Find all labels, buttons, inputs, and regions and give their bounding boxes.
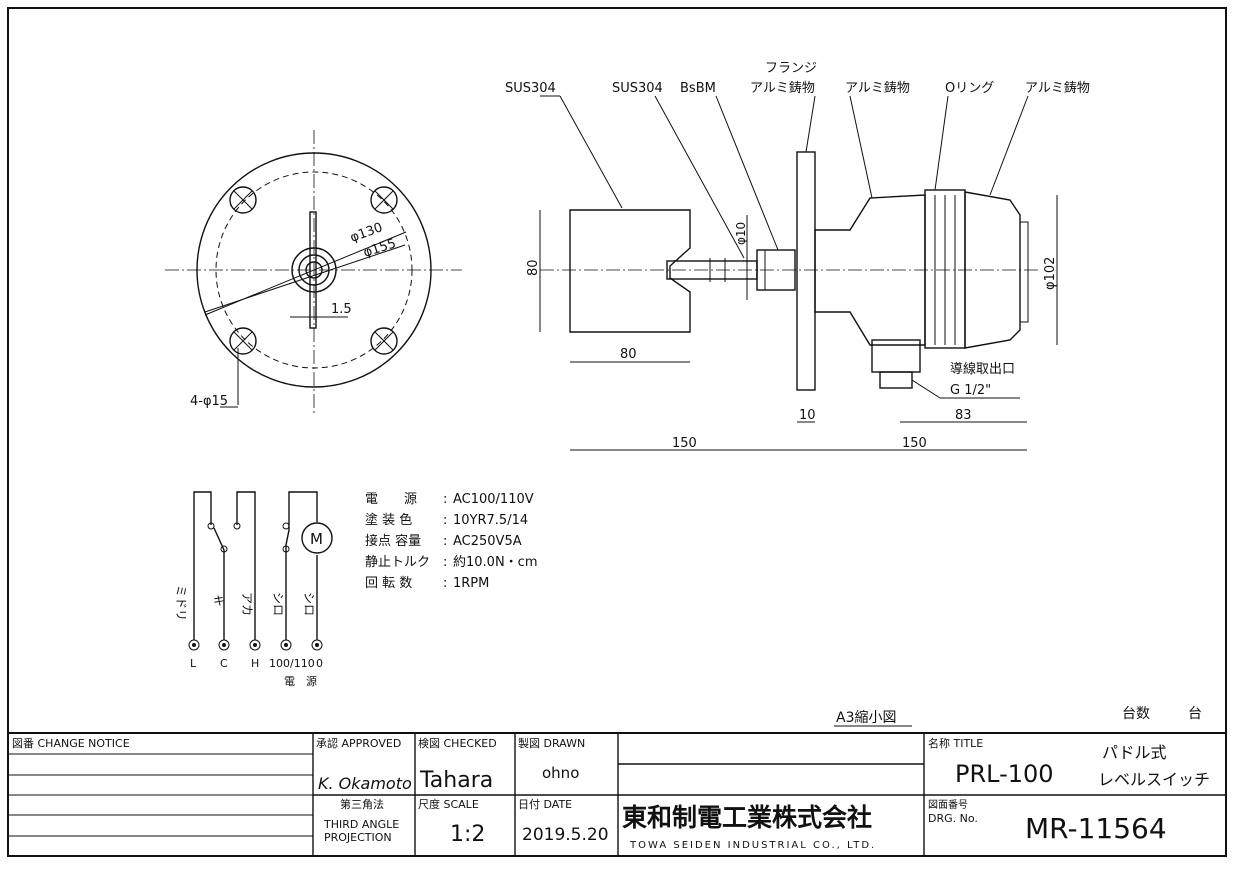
qty-label: 台数: [1122, 706, 1150, 722]
dim-body-dia: φ102: [1043, 257, 1058, 290]
dim-shaft-dia: φ10: [734, 222, 748, 245]
title-label: 名称 TITLE: [928, 736, 983, 750]
svg-text::: :: [443, 555, 447, 570]
drg-no-label: DRG. No.: [928, 812, 978, 825]
bolt-holes: [229, 186, 398, 355]
approved-signature: K. Okamoto: [318, 774, 412, 793]
svg-text::: :: [443, 534, 447, 549]
terminal-l: L: [190, 657, 197, 670]
qty-unit: 台: [1188, 706, 1202, 722]
projection-label: 第三角法: [340, 797, 384, 811]
spec-value-paint: 10YR7.5/14: [453, 513, 528, 528]
spec-label-torque: 静止トルク: [365, 555, 430, 570]
cover: [964, 191, 1021, 349]
paddle: [569, 209, 691, 333]
drawn-name: ohno: [542, 764, 579, 782]
dim-blade-thk: 1.5: [331, 302, 352, 317]
cable-entry-thread: G 1/2": [950, 383, 991, 398]
checked-label: 検図 CHECKED: [418, 736, 497, 750]
callout-flange-2: アルミ鋳物: [750, 80, 815, 96]
terminal-0: 0: [316, 657, 323, 670]
spec-list: 電 源 : AC100/110V 塗 装 色 : 10YR7.5/14 接点 容…: [365, 492, 537, 591]
dim-paddle-w: 80: [620, 347, 637, 362]
title-line-2: レベルスイッチ: [1098, 770, 1210, 789]
spec-label-paint: 塗 装 色: [365, 512, 412, 528]
callout-shaft-mid: SUS304: [612, 81, 663, 96]
callout-body: アルミ鋳物: [845, 80, 910, 96]
projection-line-1: THIRD ANGLE: [323, 818, 399, 831]
terminal-100-110: 100/110: [269, 657, 315, 670]
spec-label-power: 電 源: [365, 492, 417, 507]
title-block: 図番 CHANGE NOTICE 承認 APPROVED K. Okamoto …: [8, 732, 1226, 856]
drg-number: MR-11564: [1025, 812, 1167, 845]
scale-label: 尺度 SCALE: [418, 797, 479, 811]
flange: [796, 151, 816, 391]
svg-text::: :: [443, 492, 447, 507]
bushing: [756, 249, 796, 291]
wire-label-yellow: キ: [213, 594, 225, 608]
dim-len-left: 150: [672, 436, 697, 451]
callout-cover: アルミ鋳物: [1025, 80, 1090, 96]
spec-value-contact: AC250V5A: [453, 534, 522, 549]
paddle-blade-front: [309, 211, 317, 329]
callout-flange-1: フランジ: [765, 61, 817, 76]
power-label: 電 源: [284, 674, 317, 688]
sheet-note: A3縮小図: [836, 710, 896, 726]
dim-flange-thk: 10: [799, 408, 816, 423]
spec-value-torque: 約10.0N・cm: [453, 555, 537, 570]
wiring-diagram: M ミドリ キ アカ シロ シロ L C H 100/110 0 電 源: [174, 491, 333, 688]
wire-label-red: アカ: [240, 592, 254, 616]
flange-outline: [196, 152, 432, 388]
projection-line-2: PROJECTION: [324, 831, 392, 844]
company-jp: 東和制電工業株式会社: [622, 803, 872, 832]
dim-len-right: 150: [902, 436, 927, 451]
wire-label-white-2: シロ: [302, 592, 316, 616]
bolt-circle: [215, 171, 413, 369]
svg-text::: :: [443, 576, 447, 591]
dim-holes: 4-φ15: [190, 394, 228, 409]
spec-label-contact: 接点 容量: [365, 533, 421, 549]
side-view: SUS304 SUS304 BsBM フランジ アルミ鋳物 アルミ鋳物 Oリング…: [505, 61, 1090, 451]
terminal-c: C: [220, 657, 228, 670]
drawn-label: 製図 DRAWN: [518, 736, 585, 750]
motor-label: M: [310, 530, 323, 548]
callout-shaft-left: SUS304: [505, 81, 556, 96]
wire-label-green: ミドリ: [174, 585, 188, 621]
sheet-border: [7, 7, 1227, 857]
terminal-h: H: [251, 657, 259, 670]
spec-label-rpm: 回 転 数: [365, 576, 412, 591]
callout-bush: BsBM: [680, 81, 716, 96]
motor-symbol: [301, 522, 333, 554]
cable-entry-label: 導線取出口: [950, 361, 1015, 377]
svg-text::: :: [443, 513, 447, 528]
dim-conduit-off: 83: [955, 408, 972, 423]
company-en: TOWA SEIDEN INDUSTRIAL CO., LTD.: [629, 840, 876, 851]
drg-label: 図面番号: [928, 799, 968, 811]
checked-name: Tahara: [419, 768, 493, 793]
spec-value-rpm: 1RPM: [453, 576, 489, 591]
approved-label: 承認 APPROVED: [316, 736, 401, 750]
model-name: PRL-100: [955, 760, 1054, 788]
change-notice-label: 図番 CHANGE NOTICE: [12, 737, 130, 750]
callout-oring: Oリング: [945, 81, 994, 96]
title-line-1: パドル式: [1102, 743, 1166, 762]
front-view: φ130 φ155 1.5 4-φ15: [165, 130, 462, 415]
scale-value: 1:2: [450, 822, 485, 847]
date-label: 日付 DATE: [518, 798, 572, 811]
wire-label-white-1: シロ: [271, 592, 285, 616]
spec-value-power: AC100/110V: [453, 492, 534, 507]
date-value: 2019.5.20: [522, 825, 609, 845]
dim-paddle-h: 80: [526, 259, 541, 276]
